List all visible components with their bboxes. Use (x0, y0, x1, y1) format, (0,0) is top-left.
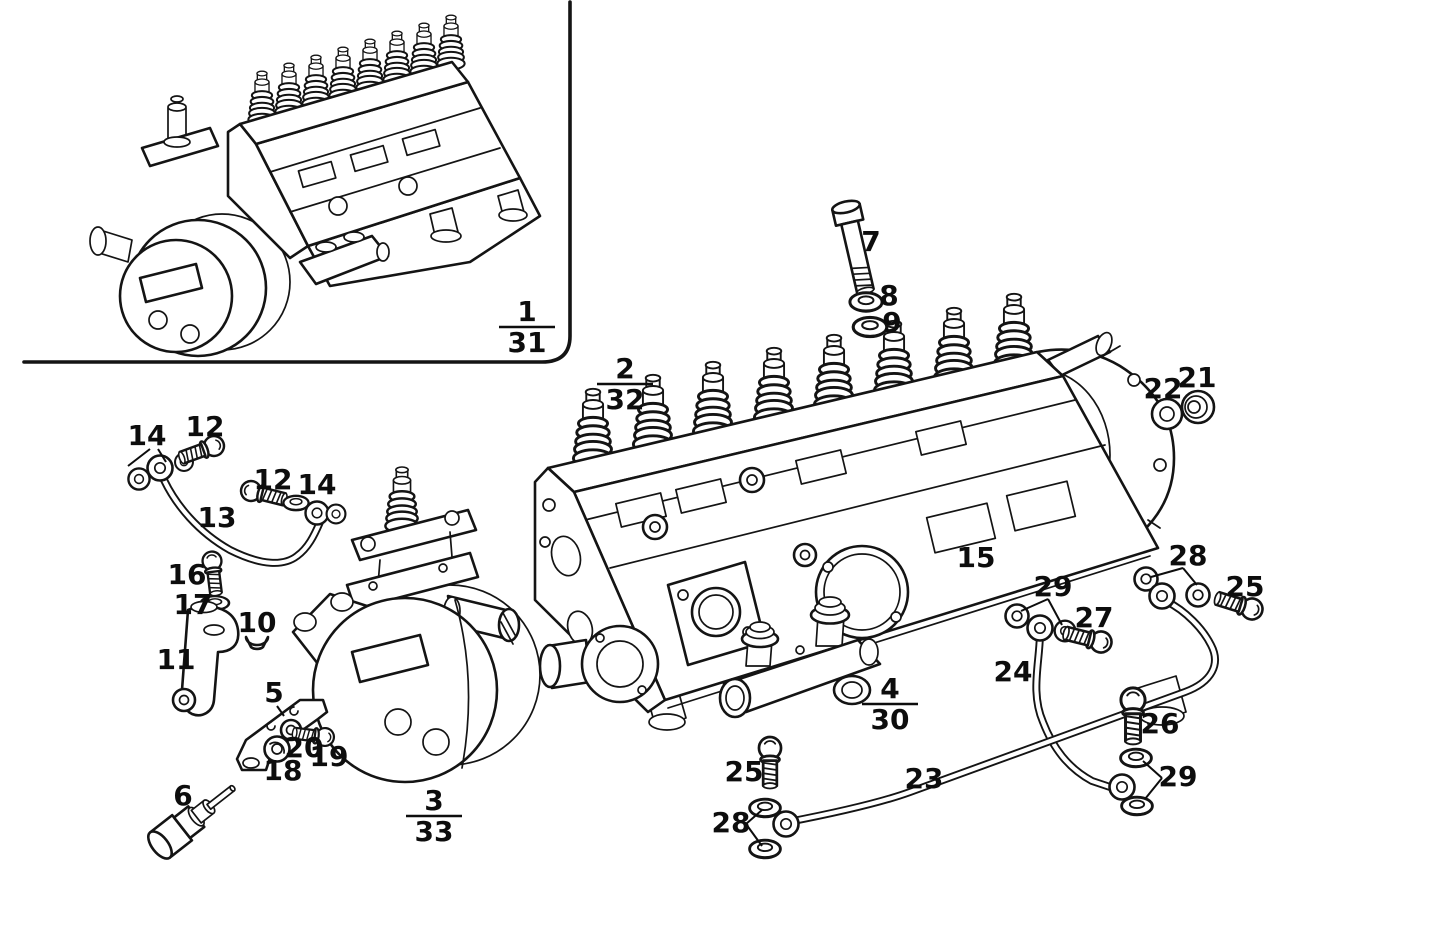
part-callout-28: 28 (1169, 539, 1208, 572)
assembly-1-complete-pump (89, 14, 542, 358)
nut-21 (1180, 389, 1216, 425)
inset-panel-frame (22, 0, 572, 364)
part-callout-11: 11 (157, 643, 196, 676)
sensor-6 (147, 784, 236, 860)
leader-line-29 (1142, 760, 1163, 779)
elbow-union-11 (171, 600, 240, 717)
part-callout-5: 5 (264, 676, 283, 709)
assembly-label-1-31: 131 (499, 295, 555, 359)
sheet-number: 33 (415, 815, 454, 848)
part-callout-26: 26 (1141, 707, 1180, 740)
part-callout-28: 28 (712, 806, 751, 839)
assembly-label-3-33: 333 (406, 784, 462, 848)
part-callout-12: 12 (186, 410, 225, 443)
part-callout-25: 25 (1226, 570, 1265, 603)
part-callout-23: 23 (905, 762, 944, 795)
part-callout-18: 18 (264, 754, 303, 787)
leader-line-5 (276, 705, 285, 717)
assembly-number: 2 (615, 352, 634, 385)
assembly-fraction-labels-layer: 131 232 333 430 (406, 295, 918, 848)
part-callout-24: 24 (994, 655, 1033, 688)
pipe-23 (784, 597, 1219, 826)
part-callout-29: 29 (1159, 760, 1198, 793)
part-callout-25: 25 (725, 755, 764, 788)
part-callout-27: 27 (1075, 601, 1114, 634)
part-callout-10: 10 (238, 606, 277, 639)
leader-lines-layer (127, 448, 1198, 847)
leader-line-29 (1047, 598, 1063, 626)
washer-8 (848, 291, 884, 313)
sheet-number: 31 (508, 326, 547, 359)
assembly-number: 4 (880, 672, 899, 705)
pipe-13 (160, 476, 324, 567)
part-callout-8: 8 (879, 279, 898, 312)
part-callout-21: 21 (1178, 361, 1217, 394)
transfer-pump-3 (291, 465, 541, 784)
pipe-24 (1032, 628, 1114, 791)
leader-line-28 (1182, 567, 1198, 586)
leader-line-29 (1020, 598, 1049, 612)
leader-line-28 (745, 809, 763, 825)
leader-line-14 (127, 448, 151, 467)
part-callout-20: 20 (285, 731, 324, 764)
leader-line-14 (157, 448, 167, 463)
part-callout-15: 15 (957, 541, 996, 574)
part-callout-12: 12 (254, 463, 293, 496)
part-callout-13: 13 (198, 501, 237, 534)
leader-line-28 (1150, 567, 1184, 578)
leader-line-29 (1144, 777, 1163, 800)
assembly-label-4-30: 430 (862, 672, 918, 736)
assembly-label-2-32: 232 (597, 352, 653, 416)
assembly-number: 1 (517, 295, 536, 328)
sheet-number: 32 (606, 383, 645, 416)
seal-18 (263, 735, 291, 763)
part-callout-6: 6 (173, 779, 192, 812)
part-callout-19: 19 (310, 740, 349, 773)
part-callout-9: 9 (882, 306, 901, 339)
part-callout-17: 17 (174, 588, 213, 621)
part-callout-22: 22 (1144, 372, 1183, 405)
washer-22 (1150, 397, 1184, 431)
sheet-number: 30 (871, 703, 910, 736)
part-callout-14: 14 (128, 419, 167, 452)
delivery-union-4 (718, 596, 882, 719)
part-callout-14: 14 (298, 468, 337, 501)
clip-10 (244, 635, 270, 651)
part-callout-7: 7 (861, 225, 880, 258)
leader-line-28 (745, 823, 763, 847)
assembly-number: 3 (424, 784, 443, 817)
part-callout-29: 29 (1034, 570, 1073, 603)
part-callout-16: 16 (168, 558, 207, 591)
